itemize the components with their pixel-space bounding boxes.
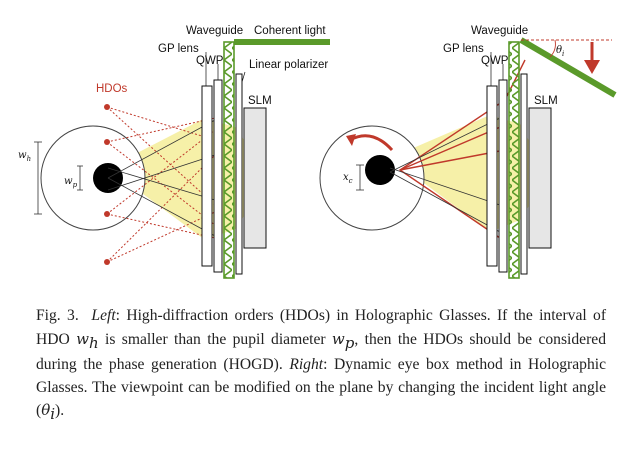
right-slm [528, 107, 552, 249]
caption-left-word: Left [91, 307, 116, 324]
wp-label: wp [64, 176, 78, 189]
caption-fig-number: Fig. 3. [36, 307, 79, 324]
right-qwp [498, 79, 508, 273]
right-dark-rays [389, 117, 501, 233]
left-qwp-label: QWP [196, 55, 224, 67]
right-waveguide-label: Waveguide [471, 25, 528, 37]
right-slm-label: SLM [534, 95, 558, 107]
figure-caption: Fig. 3. Left: High-diffraction orders (H… [36, 307, 607, 424]
left-waveguide [223, 41, 235, 279]
right-waveguide [508, 41, 520, 279]
center-rays [107, 119, 216, 237]
wh-label: wh [18, 150, 31, 163]
wh-dimension [34, 141, 42, 215]
right-qwp-label: QWP [481, 55, 509, 67]
right-pupil [365, 155, 395, 185]
figure-illustration: HDOs GP lens QWP Waveguide Coherent ligh… [18, 25, 617, 279]
theta-label: θi [556, 45, 564, 58]
right-polarizer [520, 73, 528, 275]
left-panel: HDOs GP lens QWP Waveguide Coherent ligh… [18, 25, 330, 279]
hdos-label: HDOs [96, 83, 128, 95]
angle-arc [549, 39, 556, 58]
caption-right-word: Right [289, 356, 324, 374]
linear-polarizer-label: Linear polarizer [249, 59, 328, 71]
coherent-light-label: Coherent light [254, 25, 326, 37]
left-polarizer [235, 73, 243, 275]
left-waveguide-label: Waveguide [186, 25, 243, 37]
left-slm [243, 107, 267, 249]
wp-dimension [77, 165, 83, 191]
left-coherent-light-bar [234, 39, 330, 45]
right-coherent-light-bar [519, 37, 617, 98]
right-gp-lens [486, 85, 498, 267]
left-qwp [213, 79, 223, 273]
xc-dimension [356, 164, 364, 191]
left-gp-lens [201, 85, 213, 267]
xc-label: xc [343, 172, 353, 185]
left-gp-lens-label: GP lens [158, 43, 199, 55]
left-slm-label: SLM [248, 95, 272, 107]
right-gp-lens-label: GP lens [443, 43, 484, 55]
right-panel: Waveguide GP lens QWP SLM θi xc [319, 25, 617, 279]
